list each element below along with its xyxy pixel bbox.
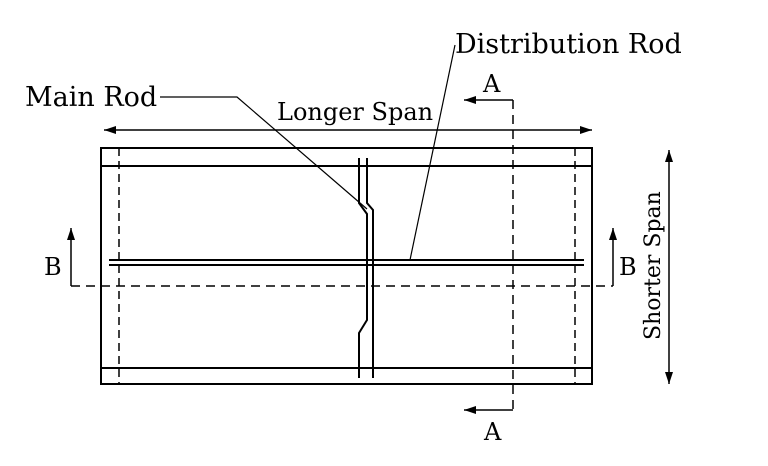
main-rod-left bbox=[358, 158, 368, 378]
distribution-rod-label: Distribution Rod bbox=[455, 29, 682, 60]
shorter-span-label: Shorter Span bbox=[641, 191, 666, 340]
section-b-left-label: B bbox=[44, 253, 62, 281]
section-a-top-label: A bbox=[482, 70, 501, 98]
section-b-right-label: B bbox=[619, 253, 637, 281]
slab-outline bbox=[100, 147, 593, 385]
main-rod-label: Main Rod bbox=[25, 82, 157, 113]
section-a-bottom-label: A bbox=[483, 418, 502, 446]
main-rod-right bbox=[366, 158, 374, 378]
distribution-rod-leader bbox=[409, 44, 456, 261]
longer-span-label: Longer Span bbox=[277, 98, 433, 126]
main-rod-leader bbox=[160, 96, 368, 210]
